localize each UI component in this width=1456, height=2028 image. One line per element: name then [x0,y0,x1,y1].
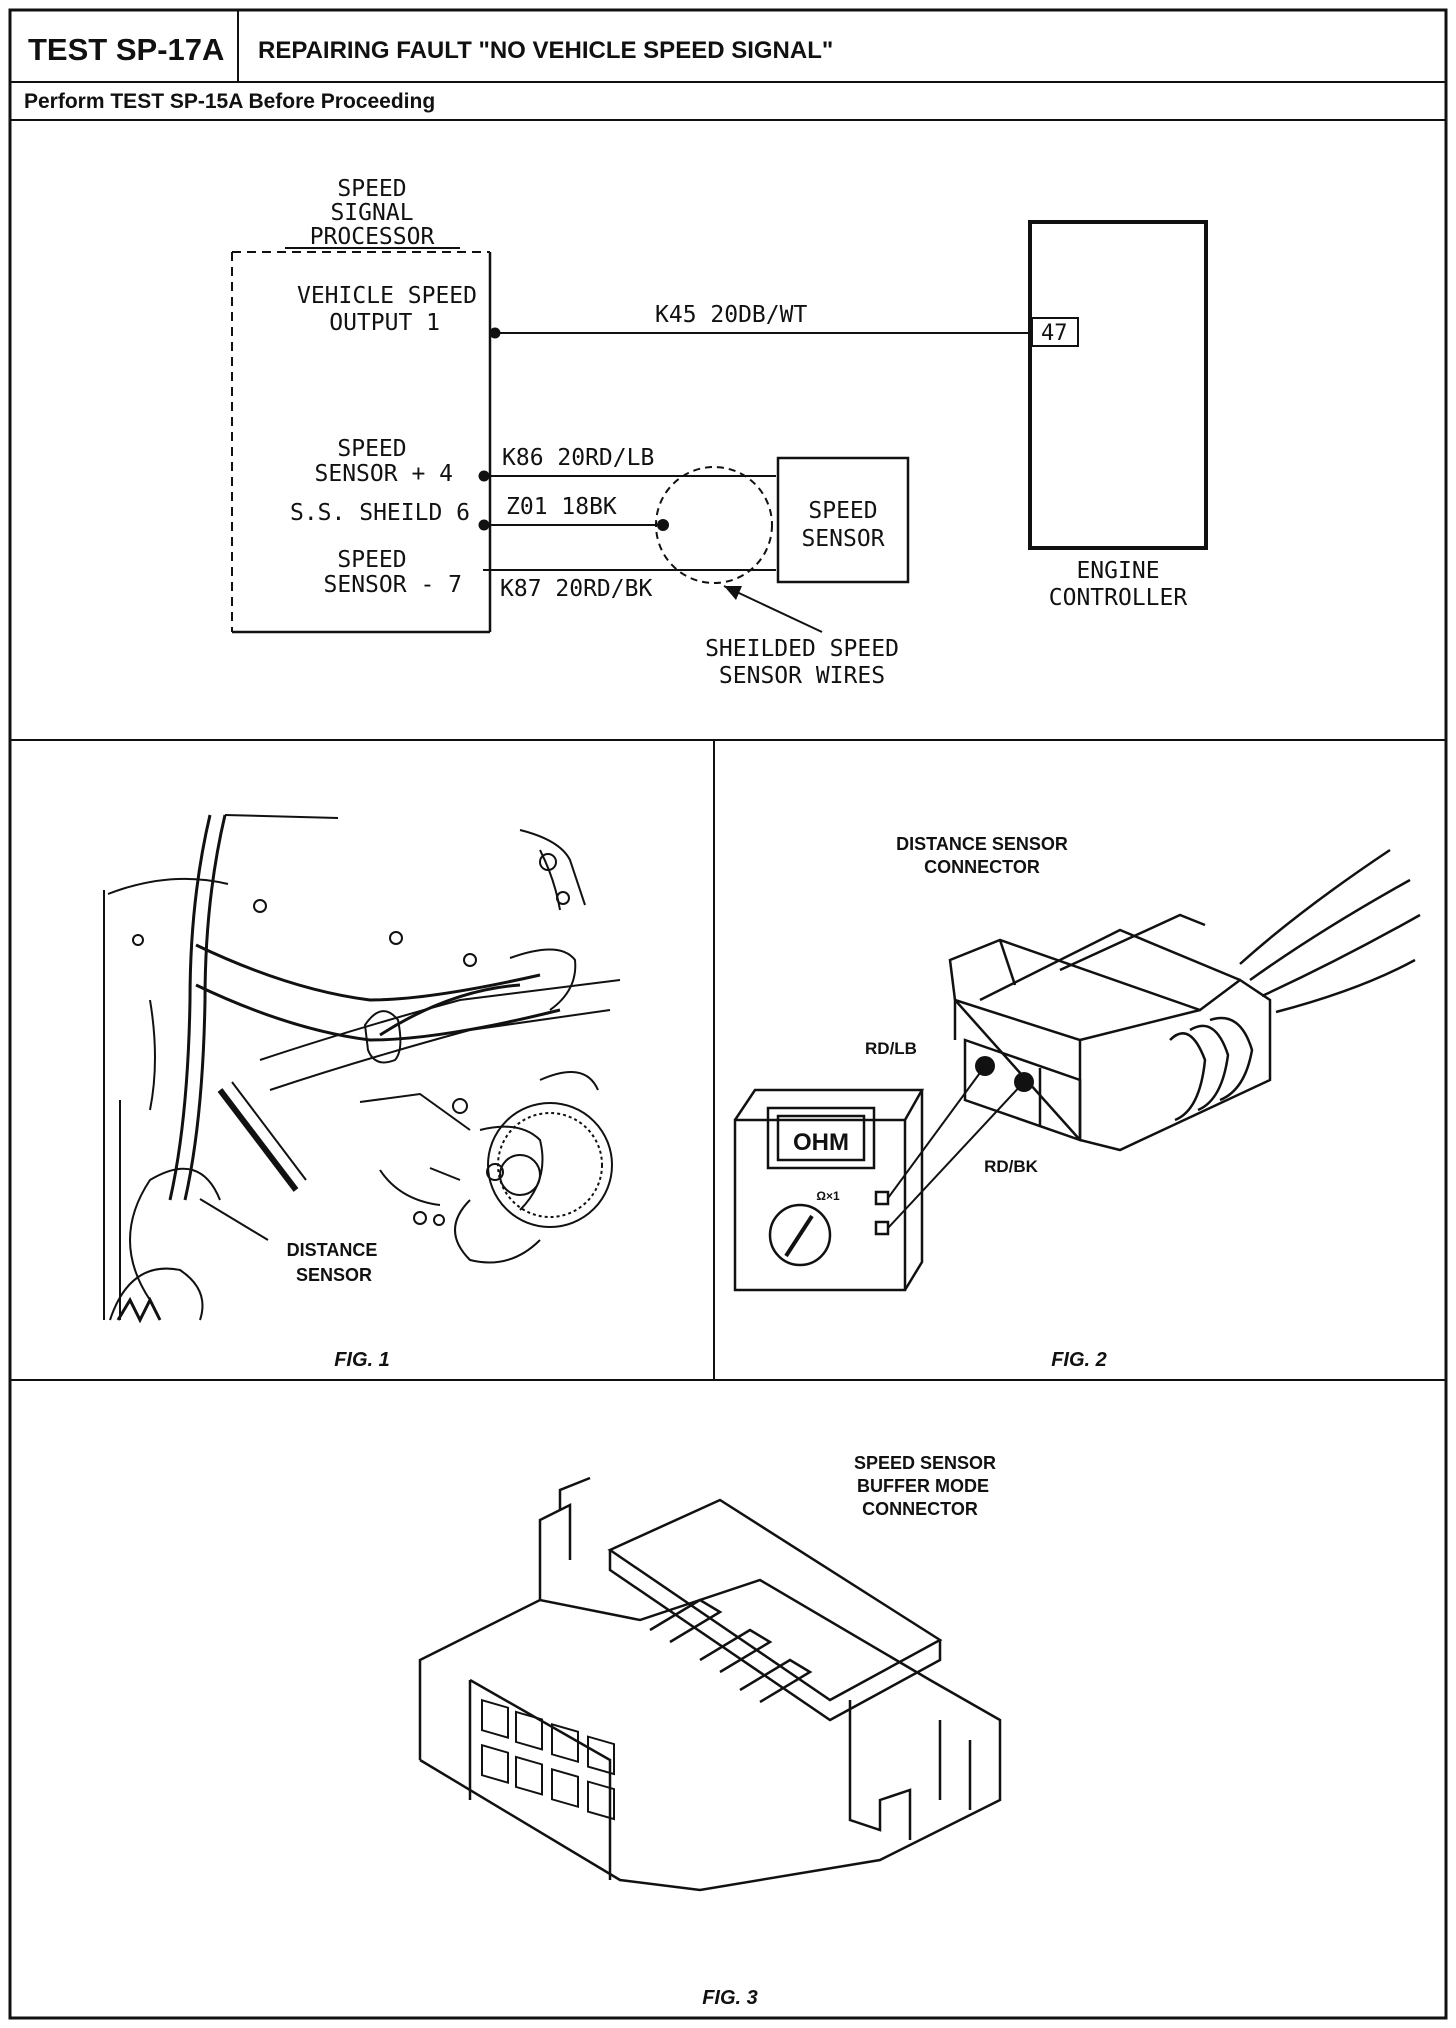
wire-k86-label: K86 20RD/LB [502,445,654,471]
speed-sensor-box [776,456,910,584]
fig1-caption: FIG. 1 [334,1349,390,1371]
junction-sensor-plus [478,470,490,482]
page-title: REPAIRING FAULT "NO VEHICLE SPEED SIGNAL… [258,37,833,64]
fig2-wire-lb-label: RD/LB [865,1039,917,1058]
fig2-title-line2: CONNECTOR [924,857,1040,877]
fig2-connector-illustration [948,848,1421,1152]
junction-output [489,327,501,339]
pin-sensor-minus-line1: SPEED [337,547,406,573]
controller-pin-box [1031,317,1079,347]
fig1-leader-line [199,1198,269,1241]
speed-signal-processor-box [231,251,492,634]
junction-shield-drain [657,519,669,531]
processor-title-line2: SIGNAL [330,200,413,226]
page-subtitle: Perform TEST SP-15A Before Proceeding [24,90,435,113]
fig1-label-line1: DISTANCE [287,1240,378,1260]
pin-sensor-plus-line1: SPEED [337,436,406,462]
fig2-caption: FIG. 2 [1051,1349,1107,1371]
fig1-label-line2: SENSOR [296,1265,372,1285]
fig1-engine-illustration [103,814,621,1324]
wire-z01-label: Z01 18BK [506,494,617,520]
fig2-title-line1: DISTANCE SENSOR [896,834,1068,854]
wire-k45-label: K45 20DB/WT [655,302,807,328]
fig3-cavities [481,1698,615,1821]
meter-range-label: Ω×1 [816,1189,840,1203]
fig3-title-line3: CONNECTOR [862,1499,978,1519]
processor-title-line3: PROCESSOR [310,224,435,250]
fig3-title-line2: BUFFER MODE [857,1476,989,1496]
engine-controller-line1: ENGINE [1076,558,1159,584]
wire-k87-label: K87 20RD/BK [500,576,652,602]
pin-shield-label: S.S. SHEILD 6 [290,500,470,526]
junction-shield [478,519,490,531]
speed-sensor-line1: SPEED [808,498,877,524]
pin-output-line2: OUTPUT 1 [329,310,440,336]
engine-controller-box [1028,220,1208,550]
shield-note-arrowhead [724,586,742,600]
fig3-caption: FIG. 3 [702,1987,758,2009]
speed-sensor-line2: SENSOR [801,526,884,552]
fig2-wire-bk-label: RD/BK [984,1157,1039,1176]
shield-note-leader [723,585,823,633]
processor-title-line1: SPEED [337,176,406,202]
engine-controller-line2: CONTROLLER [1049,585,1188,611]
pin-output-line1: VEHICLE SPEED [297,283,477,309]
page-border [8,8,1448,2020]
shield-circle [655,466,773,584]
pin-sensor-plus-line2: SENSOR + 4 [315,461,453,487]
shield-note-line2: SENSOR WIRES [719,663,885,689]
fig3-title-line1: SPEED SENSOR [854,1453,996,1473]
controller-pin-number: 47 [1041,321,1068,346]
wiring-schematic: SPEED SIGNAL PROCESSOR VEHICLE SPEED OUT… [231,176,1208,689]
pin-sensor-minus-line2: SENSOR - 7 [324,572,462,598]
meter-display-text: OHM [793,1129,849,1156]
ohmmeter [733,1088,925,1292]
probe-lead-lb [887,1065,986,1199]
test-id: TEST SP-17A [28,32,224,67]
probe-lead-bk [887,1081,1025,1229]
shield-note-line1: SHEILDED SPEED [705,636,899,662]
fig3-connector-illustration [418,1476,1002,1892]
